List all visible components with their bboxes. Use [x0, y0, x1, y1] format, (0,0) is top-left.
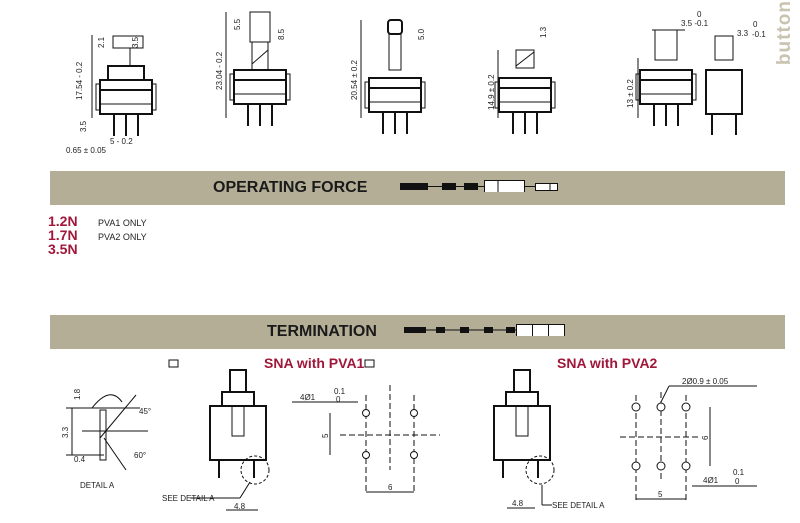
- checkbox-icon: [168, 359, 179, 368]
- svg-text:0: 0: [697, 10, 702, 19]
- svg-text:3.3: 3.3: [737, 29, 749, 38]
- sna2-switch-drawing: SEE DETAIL A 4.8: [493, 369, 605, 510]
- termination-banner: TERMINATION: [50, 315, 785, 349]
- svg-text:2Ø0.9 ± 0.05: 2Ø0.9 ± 0.05: [682, 377, 729, 386]
- svg-text:4Ø1: 4Ø1: [300, 393, 316, 402]
- force-option-3-value: 3.5N: [48, 241, 78, 257]
- sna1-footprint-drawing: 4Ø1 0.1 0 5 6: [292, 385, 440, 493]
- force-option-2-value: 1.7N: [48, 227, 78, 243]
- svg-text:3.5 -0.1: 3.5 -0.1: [681, 19, 709, 28]
- svg-text:1.3: 1.3: [539, 26, 548, 38]
- svg-text:45°: 45°: [139, 407, 151, 416]
- svg-text:0.65 ± 0.05: 0.65 ± 0.05: [66, 146, 107, 155]
- drawing-1: 17.54 - 0.2 2.1 3.5 3.5 5 - 0.2 0.65 ± 0…: [66, 35, 157, 155]
- force-option-1-note: PVA1 ONLY: [98, 218, 147, 228]
- svg-text:5.5: 5.5: [233, 18, 242, 30]
- svg-text:0: 0: [336, 395, 341, 404]
- svg-text:3.5: 3.5: [79, 120, 88, 132]
- svg-text:14.9 ± 0.2: 14.9 ± 0.2: [487, 74, 496, 110]
- svg-text:6: 6: [388, 483, 393, 492]
- sna1-switch-drawing: SEE DETAIL A 4.8: [162, 369, 270, 511]
- svg-text:3.5: 3.5: [131, 36, 140, 48]
- svg-text:5: 5: [658, 490, 663, 499]
- svg-text:SEE DETAIL A: SEE DETAIL A: [552, 501, 605, 510]
- svg-text:5.0: 5.0: [417, 28, 426, 40]
- svg-text:4.8: 4.8: [234, 502, 246, 511]
- svg-text:5 - 0.2: 5 - 0.2: [110, 137, 133, 146]
- svg-text:0: 0: [753, 20, 758, 29]
- operating-force-banner: OPERATING FORCE: [50, 171, 785, 205]
- drawing-5: 13 ± 0.2 3.5 -0.1 0 3.3 -0.1 0: [626, 10, 766, 135]
- drawing-2: 23.04 - 0.2 5.5 8.5: [215, 11, 291, 127]
- svg-text:23.04 - 0.2: 23.04 - 0.2: [215, 51, 224, 90]
- force-option-1-value: 1.2N: [48, 213, 78, 229]
- svg-text:1.8: 1.8: [73, 388, 82, 400]
- svg-text:4Ø1: 4Ø1: [703, 476, 719, 485]
- top-dimension-drawings: 17.54 - 0.2 2.1 3.5 3.5 5 - 0.2 0.65 ± 0…: [66, 10, 766, 155]
- ordering-code-diagram: [400, 180, 558, 192]
- svg-text:17.54 - 0.2: 17.54 - 0.2: [75, 61, 84, 100]
- drawing-3: 20.54 ± 0.2 5.0: [350, 19, 426, 135]
- svg-text:DETAIL A: DETAIL A: [80, 481, 115, 490]
- sna2-footprint-drawing: 2Ø0.9 ± 0.05 6 4Ø1 0.1 0 5: [620, 377, 757, 500]
- ordering-code-diagram: [404, 324, 565, 336]
- svg-text:SEE DETAIL A: SEE DETAIL A: [162, 494, 215, 503]
- svg-text:3.3: 3.3: [61, 426, 70, 438]
- termination-title: TERMINATION: [267, 323, 377, 340]
- svg-text:0.1: 0.1: [334, 387, 346, 396]
- svg-text:13 ± 0.2: 13 ± 0.2: [626, 79, 635, 108]
- sna-pva2-label: SNA with PVA2: [557, 355, 658, 371]
- svg-text:8.5: 8.5: [277, 28, 286, 40]
- svg-text:-0.1: -0.1: [752, 30, 766, 39]
- svg-text:5: 5: [321, 433, 330, 438]
- svg-text:0.4: 0.4: [74, 455, 86, 464]
- svg-text:4.8: 4.8: [512, 499, 524, 508]
- svg-text:6: 6: [701, 435, 710, 440]
- svg-text:0: 0: [735, 477, 740, 486]
- svg-text:0.1: 0.1: [733, 468, 745, 477]
- force-option-2-note: PVA2 ONLY: [98, 232, 147, 242]
- operating-force-title: OPERATING FORCE: [213, 179, 368, 196]
- detail-a-drawing: 1.8 3.3 0.4 45° 60° DETAIL A: [61, 388, 151, 490]
- svg-text:20.54 ± 0.2: 20.54 ± 0.2: [350, 59, 359, 100]
- drawing-4: 14.9 ± 0.2 1.3: [487, 26, 556, 135]
- checkbox-icon: [364, 359, 375, 368]
- svg-text:60°: 60°: [134, 451, 146, 460]
- sna-pva1-label: SNA with PVA1: [264, 355, 365, 371]
- svg-text:2.1: 2.1: [97, 36, 106, 48]
